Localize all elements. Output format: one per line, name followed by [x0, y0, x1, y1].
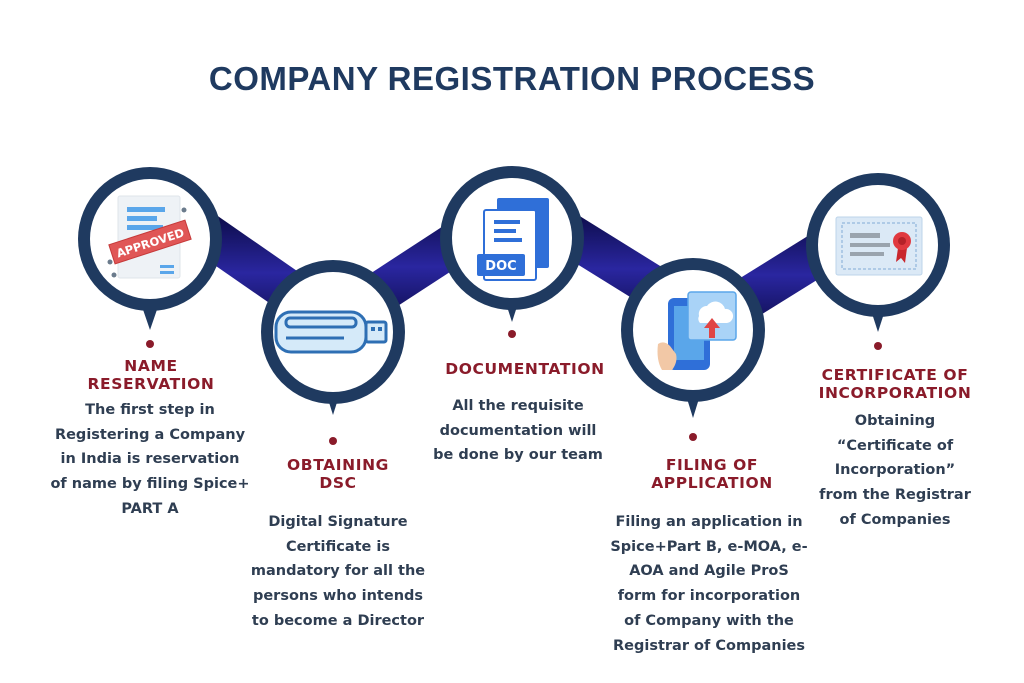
step-desc-line: Registering a Company — [54, 426, 246, 443]
step-pin-obtaining-dsc — [261, 260, 405, 445]
doc-label-text: DOC — [485, 259, 516, 274]
step-desc-line: in India is reservation — [60, 451, 240, 468]
step-desc-line: The first step in — [85, 402, 215, 418]
step-desc-line: Registrar of Companies — [613, 637, 805, 654]
step-desc-line: Incorporation” — [834, 462, 956, 479]
step-title-documentation: DOCUMENTATION — [425, 360, 625, 378]
step-title-line: INCORPORATION — [818, 384, 972, 402]
step-desc-certificate: Obtaining “Certificate of Incorporation” fr… — [808, 409, 982, 533]
pin-dot — [689, 433, 697, 441]
step-desc-line: to become a Director — [251, 612, 425, 629]
step-desc-line: Obtaining — [854, 413, 936, 429]
step-desc-line: documentation will — [439, 422, 597, 439]
step-title-line: RESERVATION — [87, 375, 215, 393]
pin-dot — [508, 330, 516, 338]
pin-dot — [874, 342, 882, 350]
step-desc-line: from the Registrar — [819, 487, 971, 504]
step-desc-line: of Company with the — [624, 612, 794, 629]
step-title-line: OBTAINING — [287, 456, 389, 474]
step-desc-line: of Companies — [839, 511, 951, 528]
step-desc-line: PART A — [121, 500, 179, 517]
step-desc-line: persons who intends — [252, 588, 424, 605]
step-desc-line: be done by our team — [433, 447, 603, 464]
step-title-line: DOCUMENTATION — [445, 360, 605, 378]
step-title-line: FILING OF — [665, 456, 759, 474]
step-desc-line: Filing an application in — [615, 514, 803, 530]
step-pin-filing-application — [621, 258, 765, 441]
step-title-line: NAME — [124, 357, 178, 375]
step-desc-documentation: All the requisite documentation will be do… — [418, 394, 618, 468]
step-title-line: CERTIFICATE OF — [821, 366, 969, 384]
step-pin-name-reservation: APPROVED — [78, 167, 222, 348]
step-pin-certificate — [806, 173, 950, 350]
usb-token-icon — [274, 310, 388, 354]
approved-document-icon: APPROVED — [107, 195, 192, 279]
page-title: COMPANY REGISTRATION PROCESS — [208, 60, 816, 97]
step-desc-line: Spice+Part B, e-MOA, e- — [610, 538, 808, 555]
step-desc-line: of name by filing Spice+ — [50, 476, 250, 493]
step-desc-line: Digital Signature — [268, 514, 408, 530]
step-desc-line: “Certificate of — [836, 437, 954, 454]
step-desc-line: Certificate is — [285, 538, 391, 555]
pin-dot — [329, 437, 337, 445]
step-desc-line: form for incorporation — [617, 588, 801, 605]
step-title-line: DSC — [319, 474, 357, 492]
step-desc-name-reservation: The first step in Registering a Company in… — [40, 398, 260, 522]
step-desc-line: AOA and Agile ProS — [629, 563, 789, 580]
step-desc-line: mandatory for all the — [250, 563, 426, 580]
pin-dot — [146, 340, 154, 348]
step-desc-line: All the requisite — [452, 398, 584, 414]
cloud-upload-phone-icon — [657, 291, 737, 370]
doc-file-icon: DOC — [477, 198, 549, 281]
step-title-line: APPLICATION — [651, 474, 773, 492]
step-desc-filing-application: Filing an application in Spice+Part B, e-… — [600, 510, 818, 658]
certificate-icon — [835, 216, 923, 276]
step-pin-documentation: DOC — [440, 166, 584, 338]
